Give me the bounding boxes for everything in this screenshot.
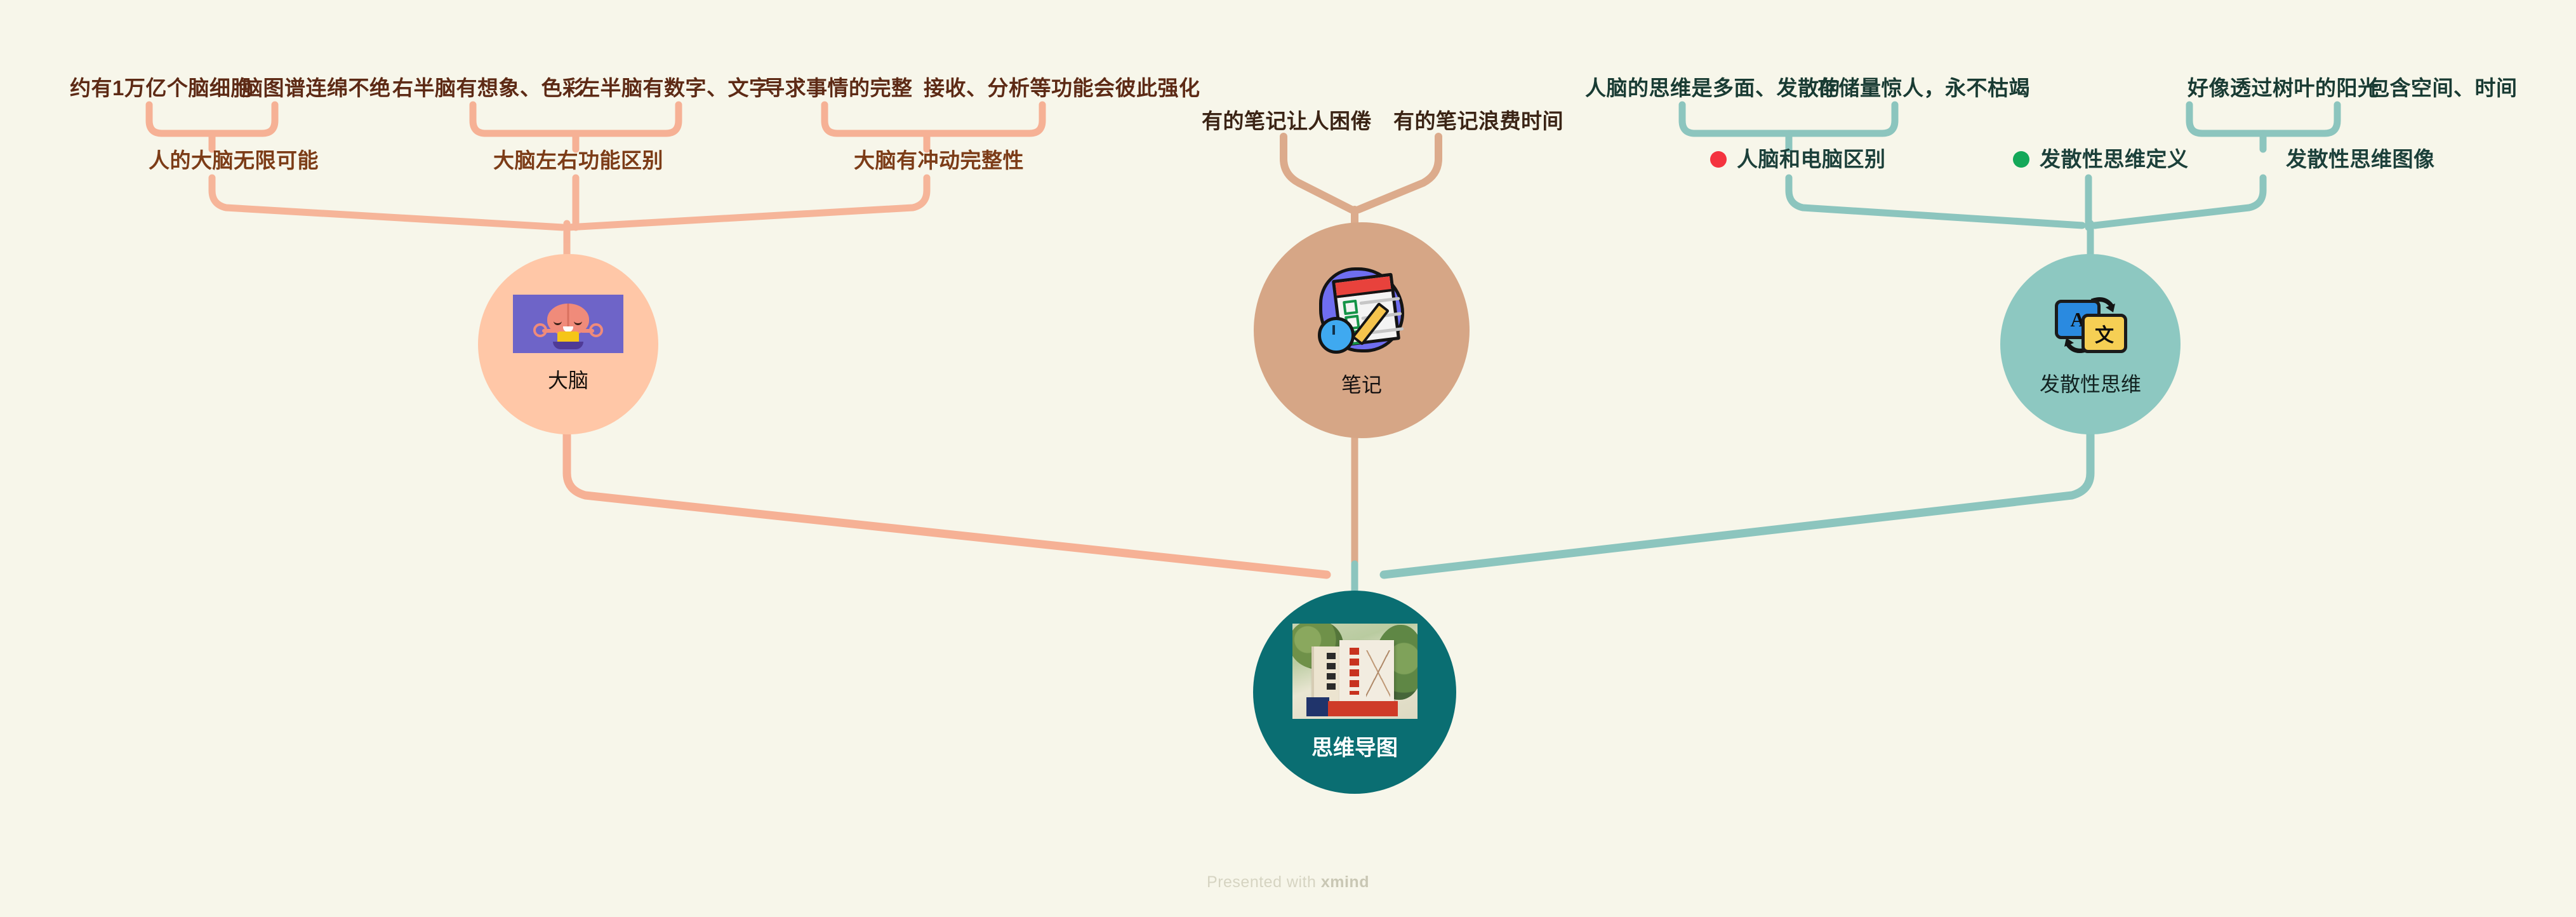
translate-icon: A 文 [2052,291,2128,357]
leaf-label[interactable]: 存储量惊人，永不枯竭 [1817,76,2030,100]
node-divergent-thinking[interactable]: A 文 发散性思维 [2000,254,2181,434]
green-dot-icon [2013,151,2029,168]
checklist-clipboard-icon [1314,262,1409,358]
leaf-label[interactable]: 约有1万亿个脑细胞 [70,76,252,100]
leaf-label[interactable]: 脑图谱连绵不绝 [242,76,391,100]
leaf-label[interactable]: 右半脑有想象、色彩 [392,76,584,100]
books-photo-thumbnail [1292,623,1417,719]
branch-label-divergent-2[interactable]: 发散性思维定义 [2013,149,2189,170]
red-dot-icon [1710,151,1727,168]
leaf-label[interactable]: 接收、分析等功能会彼此强化 [924,76,1200,100]
branch-label-text: 发散性思维定义 [2040,147,2189,171]
xmind-brand: xmind [1320,873,1369,891]
translate-target-letter: 文 [2081,314,2127,353]
leaf-label[interactable]: 左半脑有数字、文字 [579,76,771,100]
branch-label-brain-2[interactable]: 大脑左右功能区别 [493,149,663,172]
leaf-label[interactable]: 寻求事情的完整 [764,76,913,100]
node-notes[interactable]: 笔记 [1254,222,1470,438]
leaf-label[interactable]: 好像透过树叶的阳光 [2188,76,2379,100]
branch-label-text: 人脑和电脑区别 [1737,147,1886,171]
node-title: 思维导图 [1311,735,1398,760]
footer-watermark: Presented with xmind [0,873,2576,892]
leaf-label[interactable]: 人脑的思维是多面、发散的 [1585,76,1840,100]
node-root-mindmap[interactable]: 思维导图 [1253,591,1456,794]
branch-label-brain-3[interactable]: 大脑有冲动完整性 [854,149,1024,172]
meditating-brain-illustration-icon [513,295,623,353]
node-brain[interactable]: 大脑 [478,254,658,434]
branch-label-brain-1[interactable]: 人的大脑无限可能 [149,149,319,172]
node-title: 发散性思维 [2039,373,2141,396]
leaf-label[interactable]: 包含空间、时间 [2368,76,2518,100]
branch-label-divergent-3[interactable]: 发散性思维图像 [2286,147,2435,171]
node-title: 笔记 [1341,373,1382,396]
leaf-label[interactable]: 有的笔记浪费时间 [1393,109,1564,133]
footer-prefix: Presented with [1207,873,1321,891]
node-title: 大脑 [547,369,588,392]
branch-label-divergent-1[interactable]: 人脑和电脑区别 [1710,149,1886,170]
leaf-label[interactable]: 有的笔记让人困倦 [1202,109,1372,133]
